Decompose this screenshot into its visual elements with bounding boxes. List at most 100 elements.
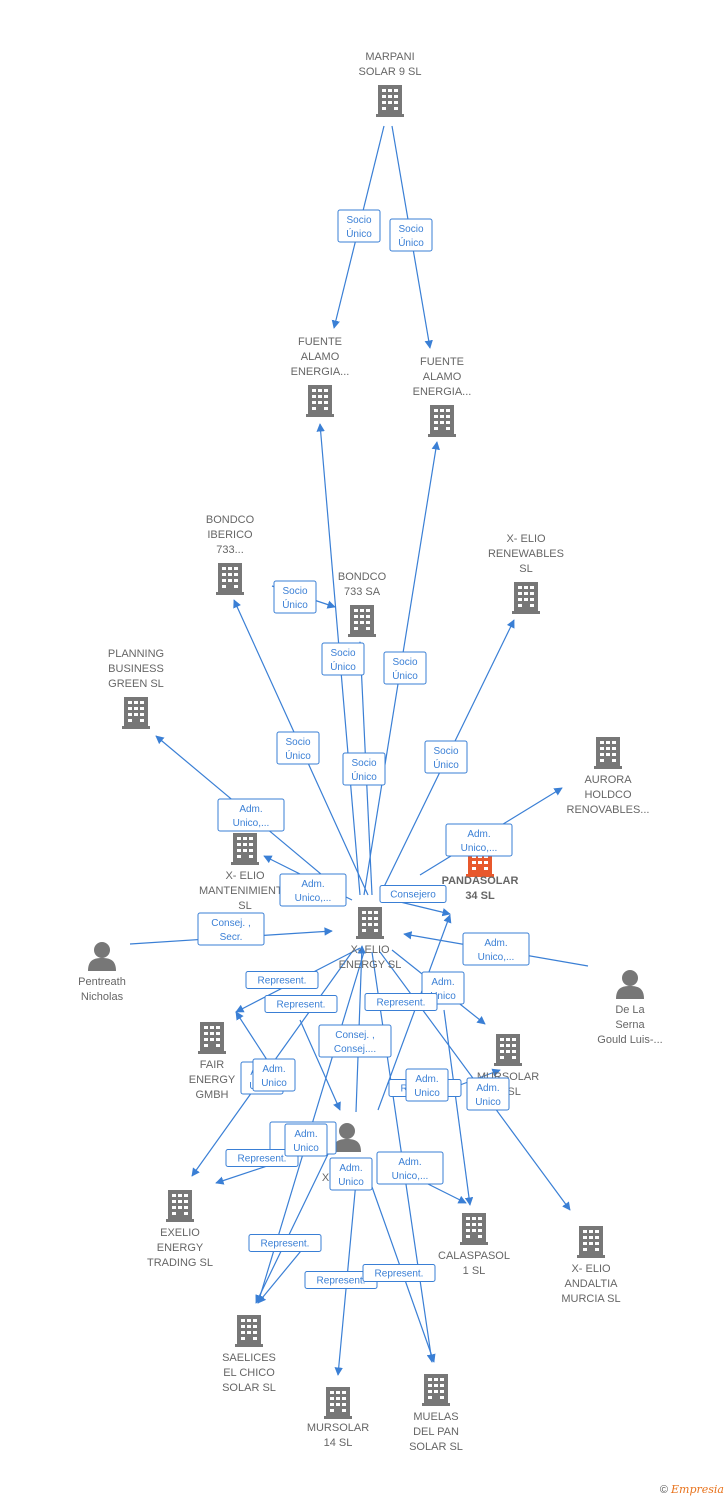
- edge-label[interactable]: Represent.: [362, 1264, 436, 1282]
- edge-label[interactable]: Represent.: [304, 1271, 378, 1289]
- edge-label[interactable]: Adm.Unico: [466, 1077, 510, 1111]
- edge-label-text: Único: [346, 227, 372, 240]
- edge-label[interactable]: Adm.Unico: [252, 1058, 296, 1092]
- edge-label-box[interactable]: [424, 740, 468, 774]
- edge-label-box[interactable]: [379, 885, 447, 903]
- edge-label-box[interactable]: [252, 1058, 296, 1092]
- edge-label-box[interactable]: [364, 993, 438, 1011]
- edge-label-box[interactable]: [405, 1068, 449, 1102]
- building-icon[interactable]: [306, 385, 334, 417]
- edge-label-box[interactable]: [284, 1123, 328, 1157]
- edge-label[interactable]: Adm.Unico,...: [217, 798, 285, 832]
- building-icon[interactable]: [356, 907, 384, 939]
- node-aurora[interactable]: AURORAHOLDCORENOVABLES...: [567, 737, 650, 816]
- building-icon[interactable]: [348, 605, 376, 637]
- edge-label-box[interactable]: [466, 1077, 510, 1111]
- building-icon[interactable]: [166, 1190, 194, 1222]
- edge-label-box[interactable]: [279, 873, 347, 907]
- edge-label[interactable]: Represent.: [225, 1149, 299, 1167]
- edge-label-box[interactable]: [276, 731, 320, 765]
- edge-label-box[interactable]: [225, 1149, 299, 1167]
- building-icon[interactable]: [494, 1034, 522, 1066]
- edge-label[interactable]: Adm.Unico,...: [376, 1151, 444, 1185]
- edge-label-box[interactable]: [273, 580, 317, 614]
- edge-label-box[interactable]: [337, 209, 381, 243]
- edge-label-box[interactable]: [362, 1264, 436, 1282]
- building-icon[interactable]: [324, 1387, 352, 1419]
- node-bondco733i[interactable]: BONDCOIBERICO733...: [206, 514, 255, 595]
- building-icon[interactable]: [428, 405, 456, 437]
- edge-label-box[interactable]: [321, 642, 365, 676]
- edge-label-box[interactable]: [376, 1151, 444, 1185]
- edge-label[interactable]: Adm.Unico,...: [445, 823, 513, 857]
- node-fuente1[interactable]: FUENTEALAMOENERGIA...: [291, 336, 350, 417]
- edge-label[interactable]: Adm.Unico: [329, 1157, 373, 1191]
- edge-label-box[interactable]: [329, 1157, 373, 1191]
- building-icon[interactable]: [594, 737, 622, 769]
- building-icon[interactable]: [422, 1374, 450, 1406]
- person-icon[interactable]: [616, 970, 644, 999]
- edge-label[interactable]: Adm.Unico: [284, 1123, 328, 1157]
- edge-label-box[interactable]: [383, 651, 427, 685]
- edge-label-box[interactable]: [389, 218, 433, 252]
- node-fuente2[interactable]: FUENTEALAMOENERGIA...: [413, 356, 472, 437]
- edge-label[interactable]: Represent.: [364, 993, 438, 1011]
- building-icon[interactable]: [460, 1213, 488, 1245]
- edge-label[interactable]: Represent.: [264, 995, 338, 1013]
- edge-label-text: Represent.: [238, 1154, 287, 1165]
- building-icon[interactable]: [235, 1315, 263, 1347]
- person-icon[interactable]: [333, 1123, 361, 1152]
- edge-label[interactable]: Adm.Unico,...: [279, 873, 347, 907]
- edge-label[interactable]: Represent.: [245, 971, 319, 989]
- edge-label-box[interactable]: [318, 1024, 392, 1058]
- edge-label[interactable]: Adm.Unico: [405, 1068, 449, 1102]
- building-icon[interactable]: [216, 563, 244, 595]
- edge-label-box[interactable]: [217, 798, 285, 832]
- edge-label-box[interactable]: [197, 912, 265, 946]
- edge-label[interactable]: Represent.: [248, 1234, 322, 1252]
- edge-label-box[interactable]: [462, 932, 530, 966]
- building-icon[interactable]: [198, 1022, 226, 1054]
- edge-label-box[interactable]: [445, 823, 513, 857]
- building-icon[interactable]: [376, 85, 404, 117]
- building-icon[interactable]: [512, 582, 540, 614]
- node-label-line: MANTENIMIENTO: [199, 885, 292, 897]
- edge-label-box[interactable]: [245, 971, 319, 989]
- edge-label-box[interactable]: [264, 995, 338, 1013]
- empresia-logo[interactable]: Empresia: [671, 1483, 724, 1496]
- edge-label[interactable]: Consejero: [379, 885, 447, 903]
- building-icon[interactable]: [122, 697, 150, 729]
- building-icon[interactable]: [577, 1226, 605, 1258]
- edge-label-box[interactable]: [342, 752, 386, 786]
- person-icon[interactable]: [88, 942, 116, 971]
- edge-label[interactable]: Consej. ,Secr.: [197, 912, 265, 946]
- edge-label-box[interactable]: [248, 1234, 322, 1252]
- edge-label[interactable]: Adm.Unico,...: [462, 932, 530, 966]
- edge-label[interactable]: Consej. ,Consej....: [318, 1024, 392, 1058]
- building-icon[interactable]: [231, 833, 259, 865]
